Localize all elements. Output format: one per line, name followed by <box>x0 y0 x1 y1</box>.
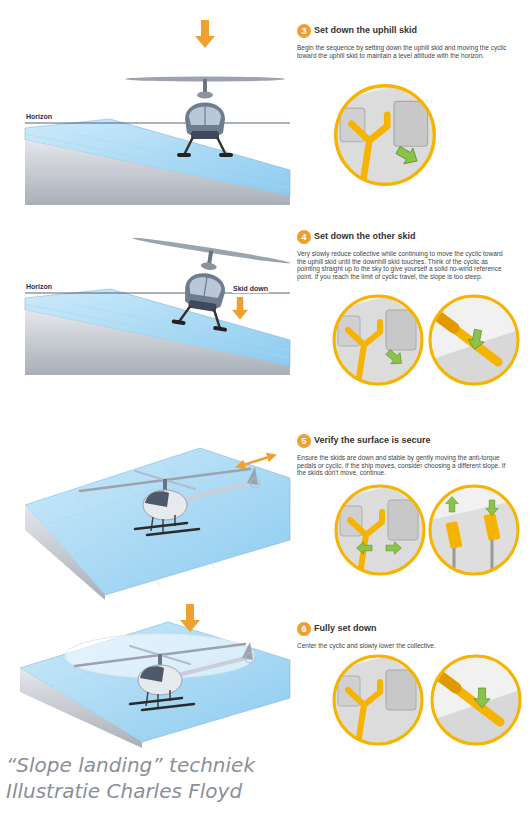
horizon-line <box>25 123 290 124</box>
cyclic-inset <box>328 290 428 390</box>
step-text: Ensure the skids are down and stable by … <box>297 454 512 477</box>
helicopter-side <box>75 642 255 710</box>
skid-label: Skid down <box>232 284 269 293</box>
caption: “Slope landing” techniek Illustratie Cha… <box>6 752 326 804</box>
descent-arrow <box>195 20 215 48</box>
helicopter-front <box>120 236 290 339</box>
step-number: 5 <box>297 434 311 448</box>
collective-inset <box>426 650 526 750</box>
motion-arrow <box>386 542 401 555</box>
horizon-label: Horizon <box>26 282 52 291</box>
step-number: 4 <box>297 230 311 244</box>
helicopter-front <box>125 77 285 156</box>
motion-arrow <box>357 542 372 555</box>
slope-grid <box>50 633 275 730</box>
step-text: Begin the sequence by setting down the u… <box>297 44 512 59</box>
step-heading: Set down the uphill skid <box>314 24 417 37</box>
step-heading: Set down the other skid <box>314 230 416 243</box>
slope-grid <box>45 460 265 585</box>
slope-side <box>25 505 105 600</box>
step-text: Center the cyclic and slowly lower the c… <box>297 642 512 650</box>
callout-number: 3 <box>301 26 306 36</box>
pedal-inset <box>424 480 524 580</box>
step-number: 6 <box>297 622 311 636</box>
scene-step-4 <box>25 236 524 390</box>
callout-number: 4 <box>301 232 306 242</box>
callout-number: 6 <box>301 624 306 634</box>
slope-wedge <box>25 289 290 375</box>
slope-side <box>20 668 142 748</box>
helicopter-side <box>80 467 260 535</box>
motion-arrow <box>486 500 499 515</box>
collective-inset <box>424 290 524 390</box>
scene-step-5 <box>25 448 524 600</box>
cyclic-inset <box>330 480 430 580</box>
step-text: Very slowly reduce collective while cont… <box>297 250 512 280</box>
skid-arrow <box>232 297 248 319</box>
motion-arrow <box>383 346 406 368</box>
descent-arrow <box>180 604 200 632</box>
cyclic-inset <box>329 79 441 191</box>
scene-step-6 <box>20 604 526 750</box>
motion-arrow <box>467 329 486 351</box>
motion-arrow <box>474 688 490 708</box>
motion-arrow <box>446 497 459 512</box>
slope-plane <box>20 622 290 742</box>
motion-arrow <box>394 142 422 169</box>
yaw-arrow <box>240 456 272 466</box>
callout-number: 5 <box>301 436 306 446</box>
slope-wedge <box>25 119 290 205</box>
slope-plane <box>25 448 290 595</box>
step-heading: Verify the surface is secure <box>314 434 431 447</box>
cyclic-inset <box>328 650 428 750</box>
horizon-label: Horizon <box>26 112 52 121</box>
step-number: 3 <box>297 24 311 38</box>
step-heading: Fully set down <box>314 622 377 635</box>
